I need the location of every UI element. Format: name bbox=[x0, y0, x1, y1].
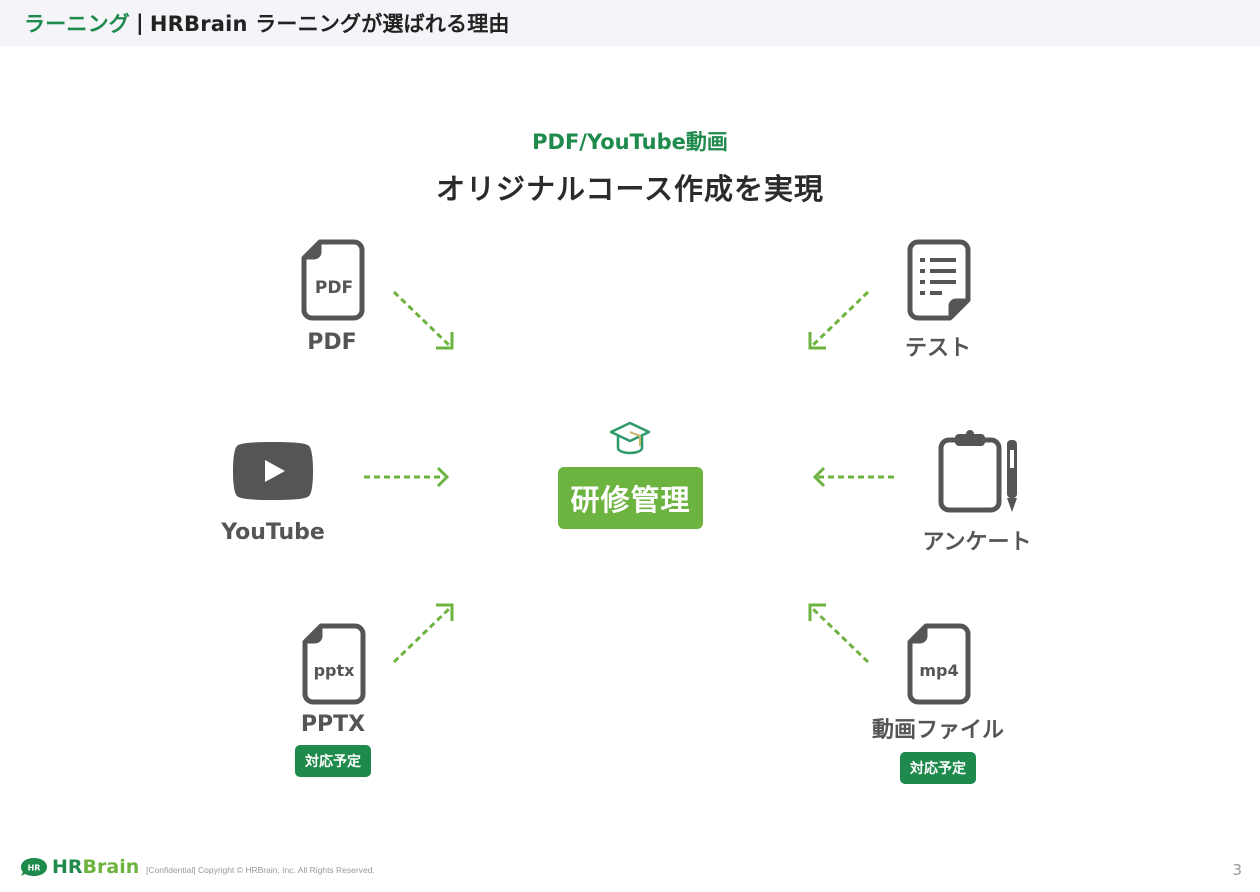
logo-brain-text: Brain bbox=[82, 856, 140, 878]
coming-soon-badge: 対応予定 bbox=[295, 745, 371, 777]
header-section-label: ラーニング bbox=[24, 12, 130, 36]
item-label: アンケート bbox=[922, 530, 1032, 555]
graduation-cap-icon bbox=[609, 421, 651, 455]
item-label: テスト bbox=[904, 336, 971, 361]
item-youtube: YouTube bbox=[212, 440, 334, 545]
hrbrain-logo-icon: HR bbox=[21, 858, 47, 876]
coming-soon-badge: 対応予定 bbox=[900, 752, 976, 784]
svg-text:PDF: PDF bbox=[315, 278, 353, 298]
arrow-pptx-to-center-icon bbox=[392, 603, 454, 664]
arrow-survey-to-center-icon bbox=[812, 466, 898, 488]
training-management-box: 研修管理 bbox=[558, 467, 703, 529]
item-test: テスト bbox=[898, 238, 978, 362]
item-label: PPTX bbox=[300, 712, 366, 737]
item-label: PDF bbox=[307, 330, 357, 355]
header-separator: | bbox=[136, 11, 144, 35]
arrow-test-to-center-icon bbox=[808, 290, 870, 350]
header-title: HRBrain ラーニングが選ばれる理由 bbox=[149, 12, 510, 36]
svg-text:mp4: mp4 bbox=[919, 661, 958, 680]
item-pptx: pptx PPTX 対応予定 bbox=[283, 622, 383, 777]
arrow-pdf-to-center-icon bbox=[392, 290, 454, 350]
item-pdf: PDF PDF bbox=[292, 238, 372, 355]
arrow-youtube-to-center-icon bbox=[364, 466, 450, 488]
item-label: YouTube bbox=[221, 520, 325, 545]
arrow-video-to-center-icon bbox=[808, 603, 870, 664]
item-label: 動画ファイル bbox=[871, 718, 1004, 743]
clipboard-pen-icon bbox=[938, 430, 1017, 513]
copyright-text: [Confidential] Copyright © HRBrain, Inc.… bbox=[146, 865, 375, 875]
document-list-icon bbox=[907, 239, 971, 321]
page-number: 3 bbox=[1232, 861, 1242, 879]
slide-header: ラーニング | HRBrain ラーニングが選ばれる理由 bbox=[0, 0, 1260, 46]
hrbrain-logo: HR HRBrain bbox=[20, 856, 139, 878]
item-video-file: mp4 動画ファイル 対応予定 bbox=[858, 622, 1018, 784]
slide-title: オリジナルコース作成を実現 bbox=[436, 172, 824, 206]
pdf-file-icon: PDF bbox=[301, 239, 365, 321]
mp4-file-icon: mp4 bbox=[907, 623, 971, 705]
svg-text:HR: HR bbox=[28, 864, 41, 873]
youtube-play-icon bbox=[233, 442, 313, 500]
logo-hr-text: HR bbox=[52, 856, 83, 878]
svg-text:pptx: pptx bbox=[314, 661, 356, 680]
item-survey: アンケート bbox=[912, 430, 1042, 556]
pptx-file-icon: pptx bbox=[302, 623, 366, 705]
slide-subtitle: PDF/YouTube動画 bbox=[532, 130, 728, 154]
